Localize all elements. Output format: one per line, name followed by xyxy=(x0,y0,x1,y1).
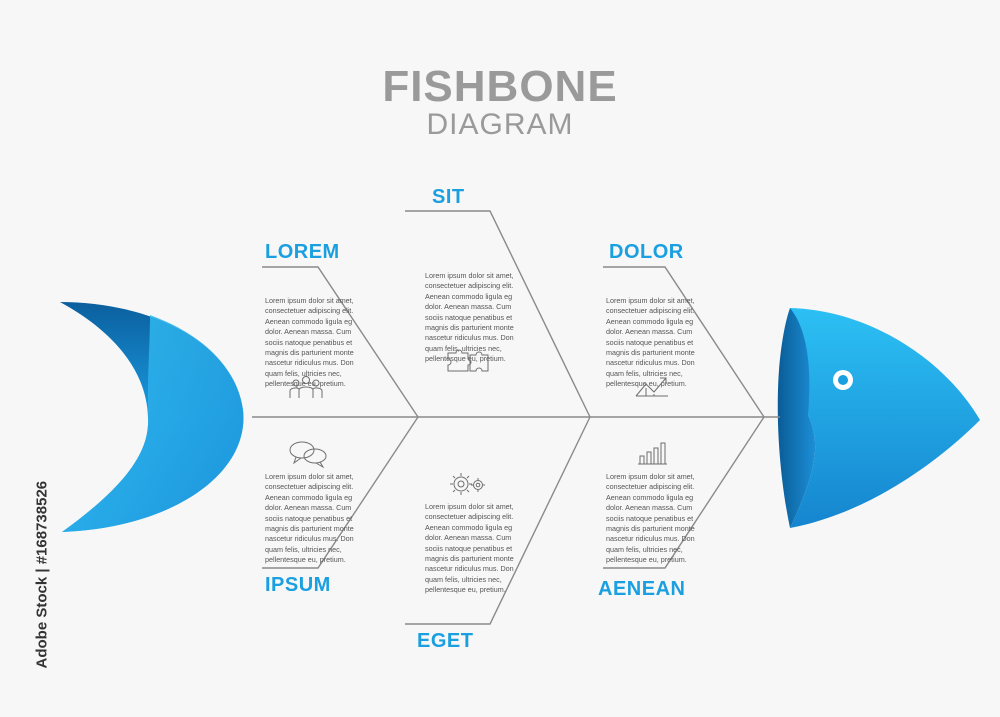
category-label-lorem: LOREM xyxy=(265,241,340,263)
bar-chart-icon xyxy=(638,442,667,465)
fish-tail xyxy=(60,302,244,532)
bone-dolor xyxy=(603,266,765,418)
fish-head xyxy=(777,308,980,528)
description-sit: Lorem ipsum dolor sit amet, consectetuer… xyxy=(425,271,514,364)
chat-bubbles-icon xyxy=(289,441,327,468)
puzzle-icon xyxy=(447,349,489,372)
bone-sit xyxy=(405,210,591,418)
category-label-sit: SIT xyxy=(432,186,465,208)
diagram-title: FISHBONE xyxy=(382,62,618,111)
description-aenean: Lorem ipsum dolor sit amet, consectetuer… xyxy=(606,472,695,565)
category-label-eget: EGET xyxy=(417,630,474,652)
description-eget: Lorem ipsum dolor sit amet, consectetuer… xyxy=(425,502,514,595)
category-label-dolor: DOLOR xyxy=(609,241,684,263)
diagram-subtitle: DIAGRAM xyxy=(426,108,574,141)
category-label-ipsum: IPSUM xyxy=(265,574,331,596)
category-label-aenean: AENEAN xyxy=(598,578,686,600)
bone-aenean xyxy=(603,416,765,569)
side-credit-text: Adobe Stock | #168738526 xyxy=(33,480,51,669)
gears-icon xyxy=(450,473,485,495)
bone-lorem xyxy=(262,266,419,418)
growth-chart-icon xyxy=(635,377,668,397)
bone-ipsum xyxy=(262,416,419,569)
people-group-icon xyxy=(289,376,323,398)
bone-eget xyxy=(405,416,591,625)
description-ipsum: Lorem ipsum dolor sit amet, consectetuer… xyxy=(265,472,354,565)
